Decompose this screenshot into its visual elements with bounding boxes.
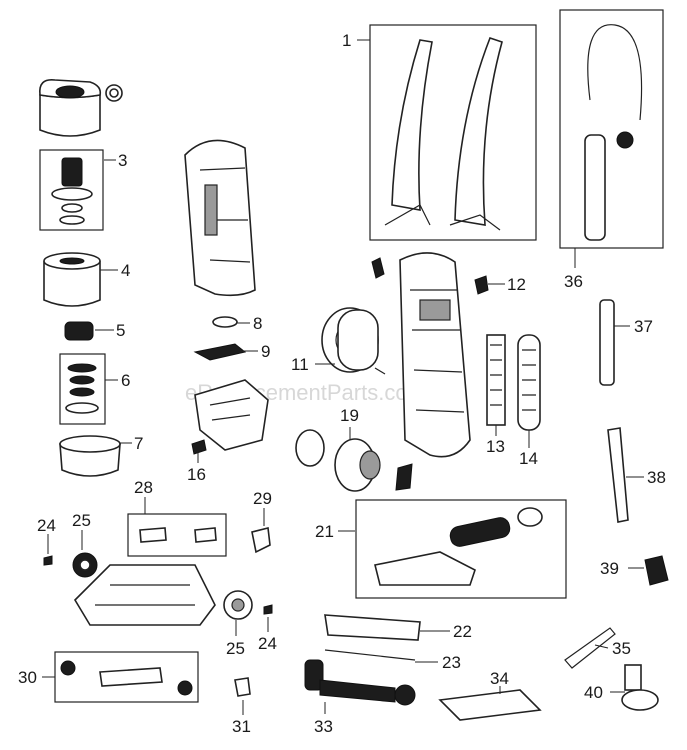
clip-part-unlabeled: [371, 257, 385, 279]
base-nozzle: [73, 564, 216, 626]
callout-19: 19: [340, 406, 359, 425]
main-body-housing: [184, 139, 256, 297]
callout-12: 12: [507, 275, 526, 294]
callout-31: 31: [232, 717, 251, 736]
box-part-28: [127, 513, 227, 557]
callout-labels: 1 3 4 5 6 7 8 9 11 12 13 14 16 19 21 22 …: [18, 31, 666, 736]
crevice-tool-part-38: [607, 427, 629, 523]
callout-38: 38: [647, 468, 666, 487]
callout-4: 4: [121, 261, 130, 280]
filter-part-3: [51, 157, 93, 225]
callout-40: 40: [584, 683, 603, 702]
cord-reel-part-11: [321, 307, 386, 375]
clip-part-28-left: [139, 527, 167, 543]
wheel-part-25-right: [223, 590, 253, 620]
bumper-part-22: [324, 614, 421, 641]
callout-29: 29: [253, 489, 272, 508]
callout-25-left: 25: [72, 511, 91, 530]
callout-1: 1: [342, 31, 351, 50]
wand-part-37: [599, 299, 615, 386]
motor-part-19: [334, 438, 381, 492]
brush-tool-part-39: [644, 555, 669, 586]
belt-part-35: [564, 627, 616, 669]
rear-housing: [399, 252, 471, 458]
canister-top-part: [38, 78, 123, 137]
callout-30: 30: [18, 668, 37, 687]
wheel-part-25-left: [72, 552, 98, 578]
screw-part-16: [191, 439, 207, 455]
box-handle-assembly: [369, 24, 537, 241]
tool-part-40: [621, 664, 659, 711]
box-part-3: [39, 149, 104, 231]
screw-part-24-right: [263, 604, 273, 615]
leader-lines: [42, 39, 644, 715]
callout-8: 8: [253, 314, 262, 333]
callout-9: 9: [261, 342, 270, 361]
callout-34: 34: [490, 669, 509, 688]
clip-part-12: [474, 275, 489, 295]
box-part-21: [355, 499, 567, 599]
filter-part-13: [486, 334, 506, 426]
motor-housing: [194, 379, 269, 451]
callout-39: 39: [600, 559, 619, 578]
callout-14: 14: [519, 449, 538, 468]
box-hose-assembly: [559, 9, 664, 249]
plate-part-34: [438, 689, 542, 721]
clip-part-28-right: [194, 527, 217, 543]
turbo-brush-part-21: [374, 507, 543, 586]
pedal-part-29: [251, 527, 271, 554]
callout-24-left: 24: [37, 516, 56, 535]
filter-part-14: [517, 334, 541, 431]
callout-25-right: 25: [226, 639, 245, 658]
hose-part-36: [584, 24, 643, 241]
callout-35: 35: [612, 639, 631, 658]
callout-11: 11: [291, 355, 309, 374]
brush-roll-part-33: [304, 659, 416, 706]
callout-16: 16: [187, 465, 206, 484]
callout-23: 23: [442, 653, 461, 672]
spring-part-6: [65, 363, 99, 414]
handle-part-1: [384, 37, 503, 231]
callout-36: 36: [564, 272, 583, 291]
axle-part-30: [60, 660, 193, 696]
callout-21: 21: [315, 522, 334, 541]
latch-part-9: [193, 343, 247, 361]
dirt-cup-part-7: [59, 435, 121, 477]
callout-24-right: 24: [258, 634, 277, 653]
screw-part-24-left: [43, 555, 53, 566]
callout-13: 13: [486, 437, 505, 456]
seal-part-8: [212, 316, 238, 328]
callout-33: 33: [314, 717, 333, 736]
callout-7: 7: [134, 434, 143, 453]
strip-part-23: [324, 649, 416, 661]
filter-ring-part-5: [64, 321, 94, 341]
callout-28: 28: [134, 478, 153, 497]
gasket-ring: [295, 429, 325, 467]
callout-5: 5: [116, 321, 125, 340]
switch-part-31: [234, 677, 251, 697]
box-part-6: [59, 353, 106, 425]
callout-37: 37: [634, 317, 653, 336]
callout-3: 3: [118, 151, 127, 170]
connector-part: [395, 463, 413, 491]
filter-housing-part-4: [43, 252, 101, 307]
callout-22: 22: [453, 622, 472, 641]
callout-6: 6: [121, 371, 130, 390]
